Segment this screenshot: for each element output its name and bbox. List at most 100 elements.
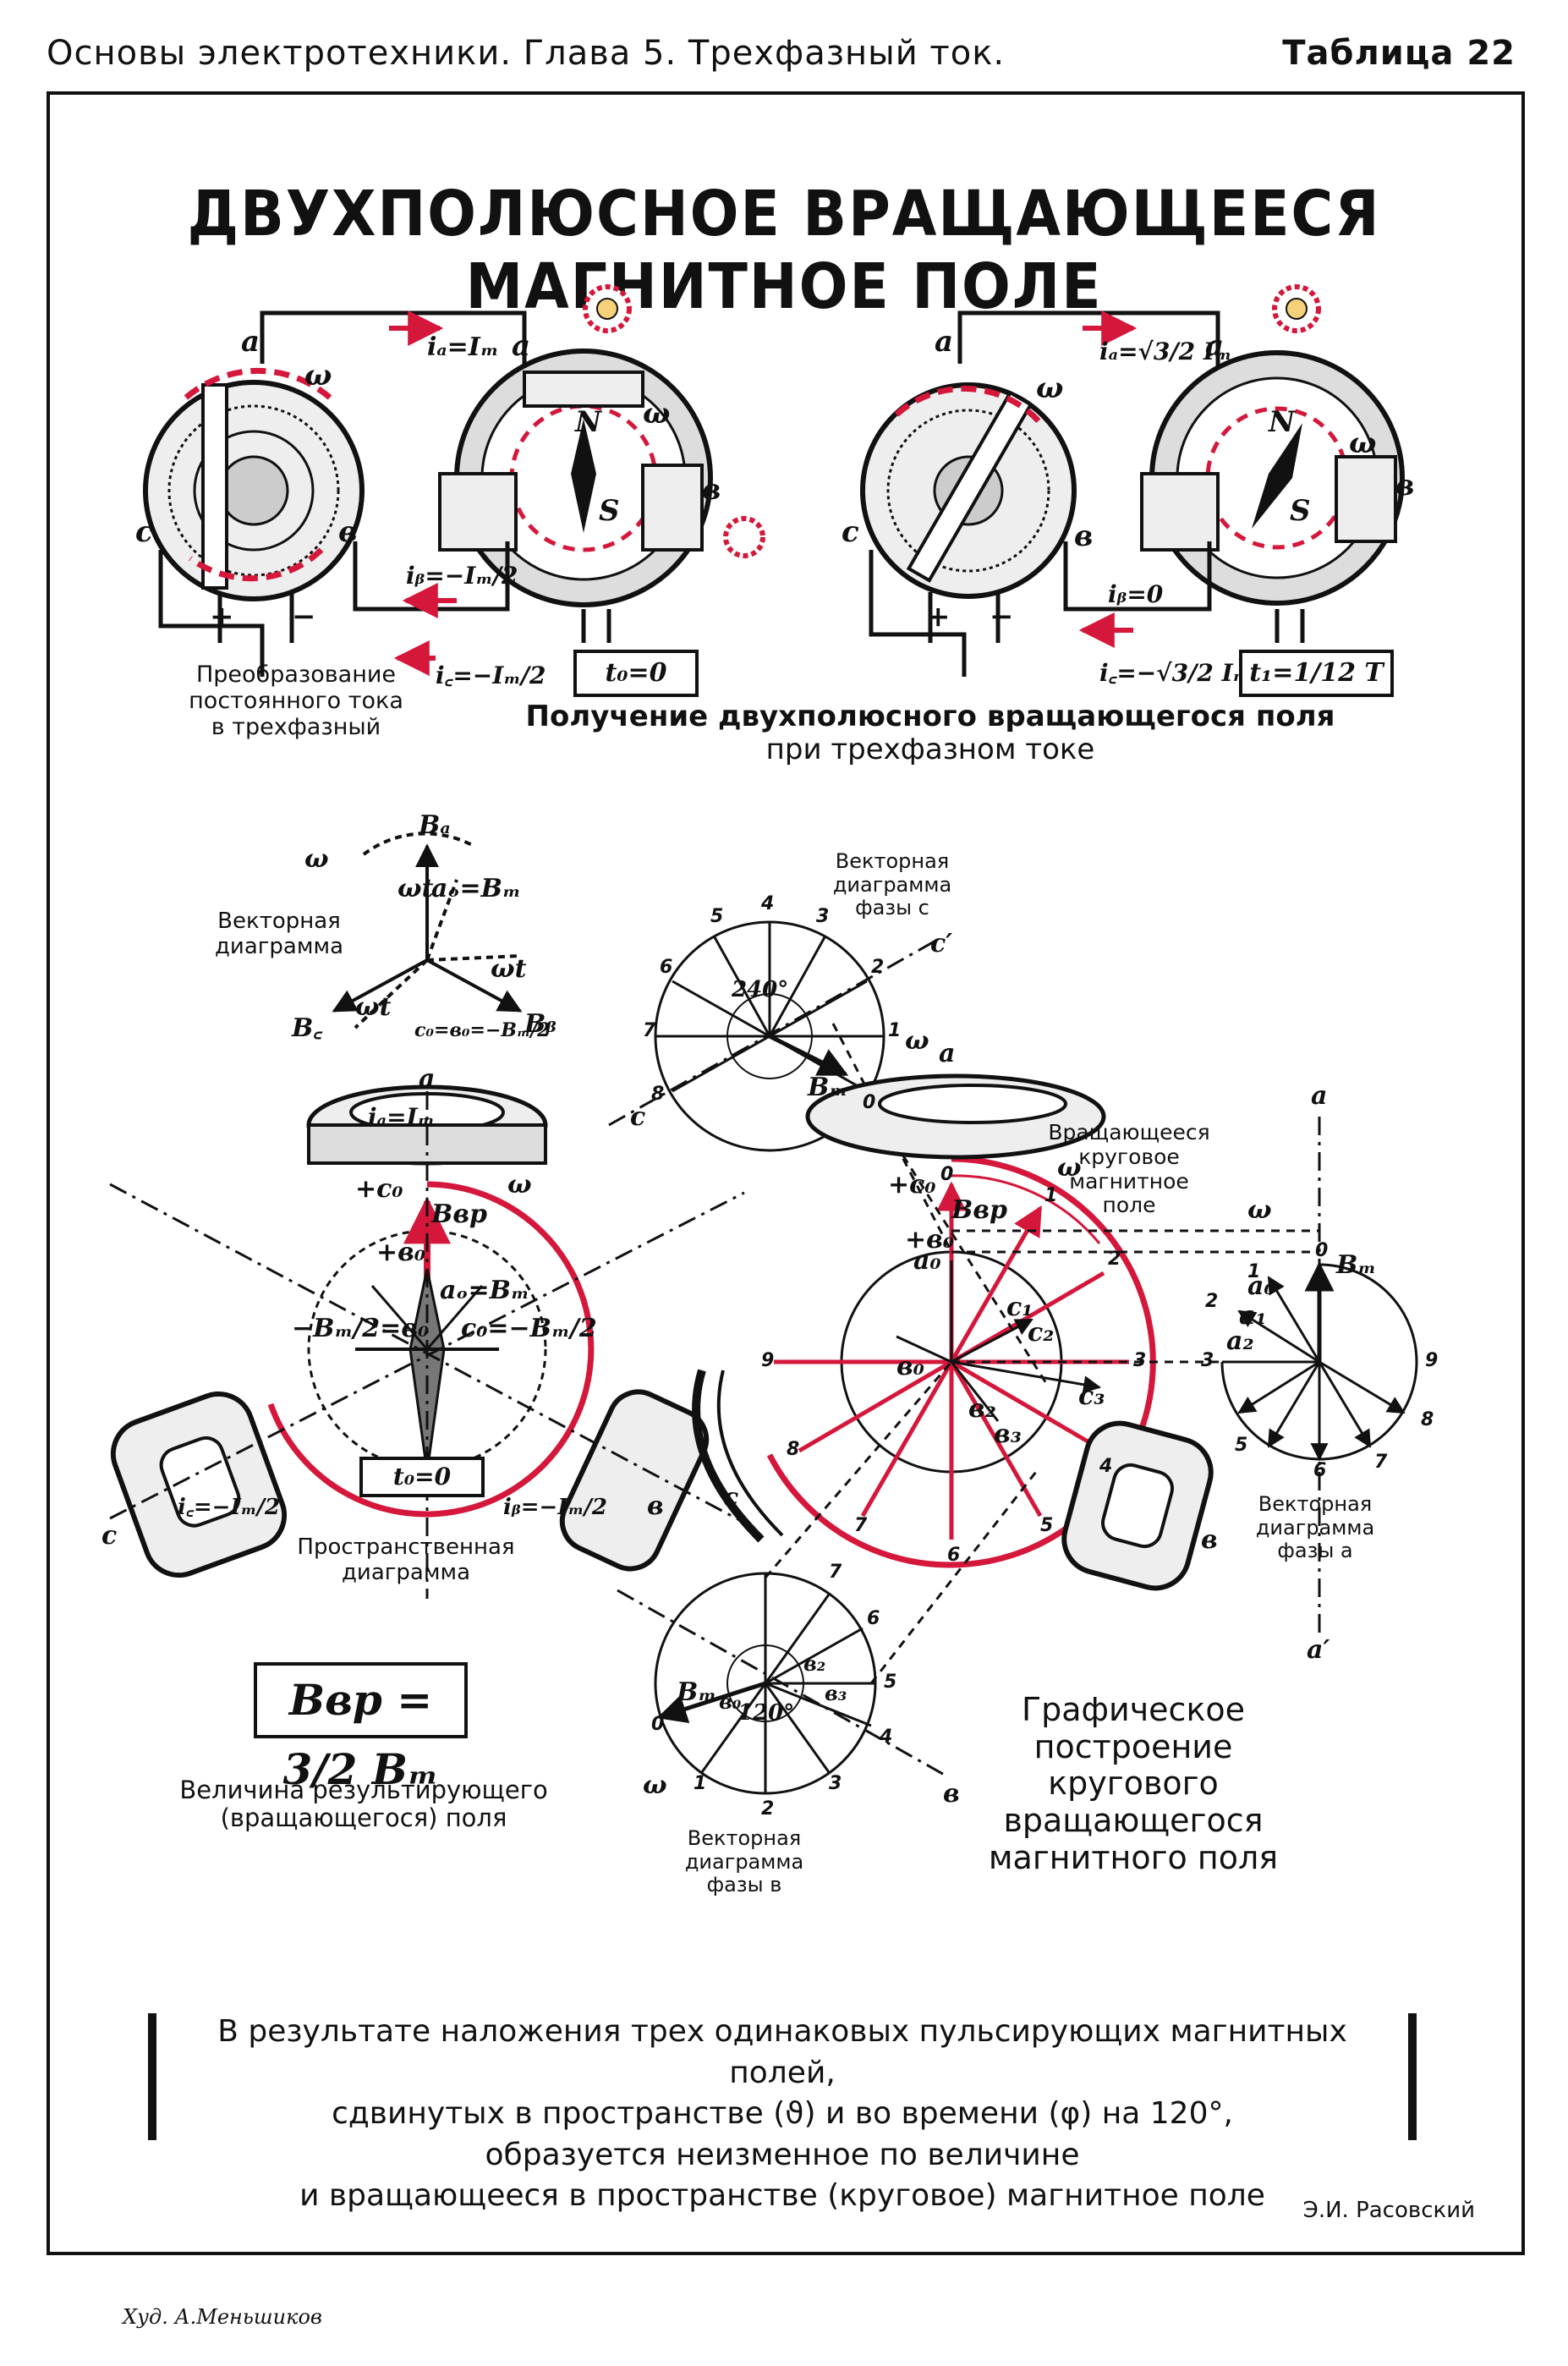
svg-text:c₂: c₂ — [1028, 1318, 1054, 1348]
bottom-note-line: образуется неизменное по величине — [485, 2137, 1080, 2172]
spatial-diagram-label-line: диаграмма — [341, 1559, 471, 1585]
svg-text:2: 2 — [871, 957, 884, 978]
top-section-caption: Получение двухполюсного вращающегося пол… — [474, 700, 1387, 766]
svg-text:6: 6 — [947, 1545, 960, 1566]
svg-text:в₃: в₃ — [825, 1681, 847, 1705]
svg-text:ω: ω — [304, 359, 332, 393]
svg-text:ω: ω — [643, 1770, 667, 1800]
wiring-2 — [869, 310, 1305, 677]
svg-text:Bᵦ: Bᵦ — [524, 1009, 556, 1039]
svg-text:2: 2 — [761, 1798, 774, 1820]
graphic-caption-line: построение кругового — [1033, 1727, 1233, 1803]
svg-text:a₀: a₀ — [1247, 1271, 1275, 1301]
svg-text:в₃: в₃ — [994, 1419, 1022, 1449]
current-arrows-1 — [389, 310, 457, 676]
rotating-label-line: Вращающееся — [1048, 1120, 1210, 1145]
svg-text:a: a — [1311, 1081, 1327, 1111]
coil-right — [559, 1389, 710, 1572]
svg-text:c₃: c₃ — [1078, 1381, 1105, 1411]
rotating-label-line: магнитное — [1069, 1168, 1189, 1194]
svg-text:6: 6 — [660, 957, 672, 978]
svg-text:c: c — [842, 515, 859, 549]
svg-text:ω: ω — [905, 1026, 929, 1056]
svg-text:в: в — [702, 473, 721, 507]
svg-text:−: − — [292, 600, 316, 634]
phase-a-label-line: Векторная — [1258, 1492, 1373, 1516]
generator-left-2 — [860, 382, 1077, 599]
svg-text:a₀: a₀ — [913, 1246, 941, 1276]
angle-label-b: 120° — [737, 1700, 795, 1726]
svg-text:+: + — [926, 600, 951, 634]
svg-text:6: 6 — [1313, 1460, 1326, 1481]
svg-text:ω: ω — [643, 397, 670, 431]
phase-b-label-line: диаграмма — [684, 1849, 804, 1874]
svg-text:в: в — [338, 515, 357, 549]
lamp-2 — [723, 516, 765, 558]
svg-text:Bₐ: Bₐ — [418, 810, 451, 840]
svg-text:в: в — [647, 1491, 664, 1521]
spatial-diagram — [109, 1091, 745, 1599]
svg-text:c′: c′ — [930, 929, 952, 958]
phase-a-diagram — [1220, 1117, 1418, 1633]
phase-a-label: Векторная диаграмма фазы a — [1239, 1492, 1391, 1563]
svg-text:aₒ=Bₘ: aₒ=Bₘ — [440, 1276, 529, 1305]
rotating-field-label: Вращающееся круговое магнитное поле — [1044, 1120, 1214, 1218]
header-left: Основы электротехники. Глава 5. Трехфазн… — [47, 34, 1006, 73]
svg-text:в₀: в₀ — [719, 1689, 742, 1714]
time-box-t1: t₁=1/12 T — [1239, 650, 1394, 697]
vector-diagram-label-line: Векторная — [217, 909, 341, 934]
svg-text:c: c — [630, 1102, 645, 1132]
svg-text:c: c — [135, 515, 153, 549]
phase-c-label: Векторная диаграмма фазы c — [816, 849, 968, 920]
svg-text:−Bₘ/2=в₀: −Bₘ/2=в₀ — [292, 1314, 429, 1343]
phase-c-label-line: диаграмма — [832, 872, 952, 897]
svg-text:9: 9 — [1425, 1350, 1438, 1371]
svg-text:+c₀: +c₀ — [888, 1170, 936, 1199]
svg-text:+c₀: +c₀ — [355, 1174, 403, 1204]
svg-text:−: − — [990, 600, 1014, 634]
svg-text:8: 8 — [651, 1084, 664, 1105]
bottom-note-line: и вращающееся в пространстве (круговое) … — [299, 2178, 1265, 2214]
formula-caption-line: Величина результирующего — [179, 1776, 548, 1804]
svg-text:1: 1 — [888, 1020, 901, 1041]
svg-text:в₀: в₀ — [896, 1352, 924, 1381]
spatial-diagram-label-line: Пространственная — [297, 1534, 515, 1560]
svg-text:c₀=−Bₘ/2: c₀=−Bₘ/2 — [461, 1314, 597, 1343]
phase-a-label-line: диаграмма — [1255, 1515, 1375, 1540]
svg-text:в₂: в₂ — [968, 1394, 996, 1424]
stator-right-1 — [438, 349, 713, 607]
svg-text:c₁: c₁ — [1006, 1293, 1033, 1322]
svg-text:+в₀: +в₀ — [376, 1238, 425, 1267]
svg-text:ωt: ωt — [355, 992, 392, 1022]
svg-text:5: 5 — [884, 1672, 896, 1693]
svg-text:1: 1 — [694, 1773, 706, 1794]
svg-text:ω: ω — [507, 1170, 532, 1199]
svg-text:в: в — [943, 1779, 960, 1809]
lamp-1 — [583, 284, 632, 333]
phase-c-label-line: Векторная — [835, 849, 950, 873]
vector-diagram-label-line: диаграмма — [214, 933, 344, 959]
bottom-note-line: В результате наложения трех одинаковых п… — [217, 2014, 1347, 2090]
header-right: Таблица 22 — [1282, 34, 1516, 73]
svg-text:iᵦ=−Iₘ/2: iᵦ=−Iₘ/2 — [406, 562, 518, 590]
svg-text:3: 3 — [1133, 1350, 1146, 1371]
svg-text:Bₘ: Bₘ — [807, 1073, 847, 1102]
graphic-caption-line: Графическое — [1021, 1691, 1246, 1728]
svg-text:в: в — [1074, 519, 1093, 553]
svg-text:Bₘ: Bₘ — [676, 1677, 716, 1707]
conversion-caption-line: в трехфазный — [211, 714, 381, 741]
svg-text:a₂: a₂ — [1226, 1326, 1254, 1356]
page-frame — [47, 91, 1525, 2255]
svg-text:0: 0 — [940, 1164, 953, 1185]
svg-text:ω: ω — [1349, 426, 1376, 460]
author: Э.И. Расовский — [1302, 2198, 1475, 2223]
svg-text:0: 0 — [1315, 1240, 1328, 1261]
formula-box: Bвр = 3/2 Bₘ — [254, 1662, 468, 1794]
svg-text:a: a — [512, 329, 530, 363]
svg-text:a: a — [241, 325, 260, 359]
svg-text:a: a — [939, 1039, 955, 1068]
svg-text:в: в — [1395, 469, 1414, 502]
conversion-caption-line: постоянного тока — [189, 688, 403, 715]
wiring-1 — [158, 310, 611, 677]
